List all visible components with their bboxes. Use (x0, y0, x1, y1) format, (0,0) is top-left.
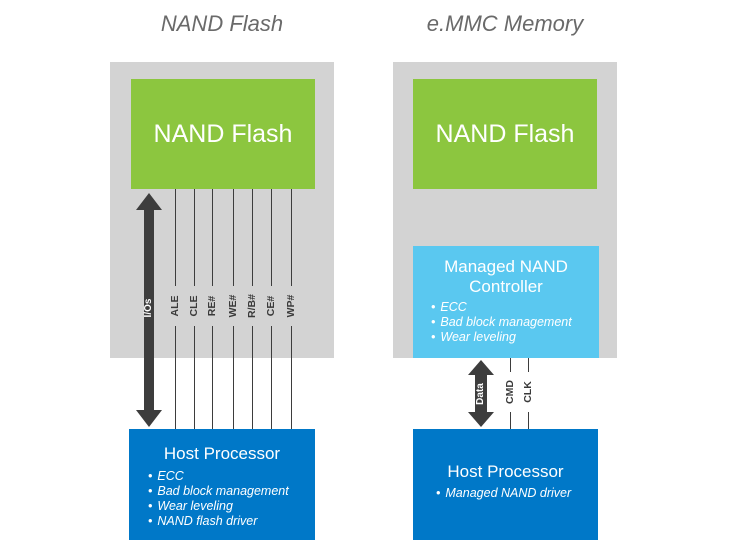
left-nand-flash-label: NAND Flash (153, 119, 293, 148)
list-item: Wear leveling (431, 330, 599, 345)
left-host-processor-block: Host Processor ECC Bad block management … (129, 429, 315, 540)
signal-label-cmd: CMD (503, 372, 517, 412)
left-host-feature-list: ECC Bad block management Wear leveling N… (129, 469, 315, 529)
right-diagram-title: e.MMC Memory (426, 11, 584, 36)
controller-title-line2: Controller (469, 277, 543, 296)
signal-label-ce: CE# (264, 286, 278, 326)
right-host-feature-list: Managed NAND driver (413, 486, 598, 501)
signal-label-we: WE# (226, 286, 240, 326)
signal-label-cle: CLE (187, 286, 201, 326)
list-item: Managed NAND driver (436, 486, 598, 501)
io-bus-double-arrow (136, 193, 162, 427)
right-nand-flash-block: NAND Flash (413, 79, 597, 189)
data-bus-label: Data (475, 383, 486, 405)
data-bus-double-arrow (468, 360, 494, 427)
left-diagram-title: NAND Flash (160, 11, 284, 36)
io-bus-label: I/Os (143, 298, 154, 318)
list-item: Bad block management (148, 484, 315, 499)
signal-label-re: RE# (205, 286, 219, 326)
controller-feature-list: ECC Bad block management Wear leveling (413, 300, 599, 345)
list-item: ECC (431, 300, 599, 315)
left-nand-flash-block: NAND Flash (131, 79, 315, 189)
list-item: Bad block management (431, 315, 599, 330)
signal-label-ale: ALE (168, 286, 182, 326)
left-host-processor-title: Host Processor (163, 444, 281, 463)
signal-label-rb: R/B# (245, 286, 259, 326)
signal-label-wp: WP# (284, 286, 298, 326)
right-host-processor-title: Host Processor (447, 462, 564, 481)
list-item: ECC (148, 469, 315, 484)
managed-nand-controller-block: Managed NAND Controller ECC Bad block ma… (413, 246, 599, 358)
list-item: Wear leveling (148, 499, 315, 514)
signal-label-clk: CLK (521, 372, 535, 412)
right-host-processor-block: Host Processor Managed NAND driver (413, 429, 598, 540)
controller-title-line1: Managed NAND (444, 257, 568, 276)
list-item: NAND flash driver (148, 514, 315, 529)
right-nand-flash-label: NAND Flash (435, 119, 575, 148)
